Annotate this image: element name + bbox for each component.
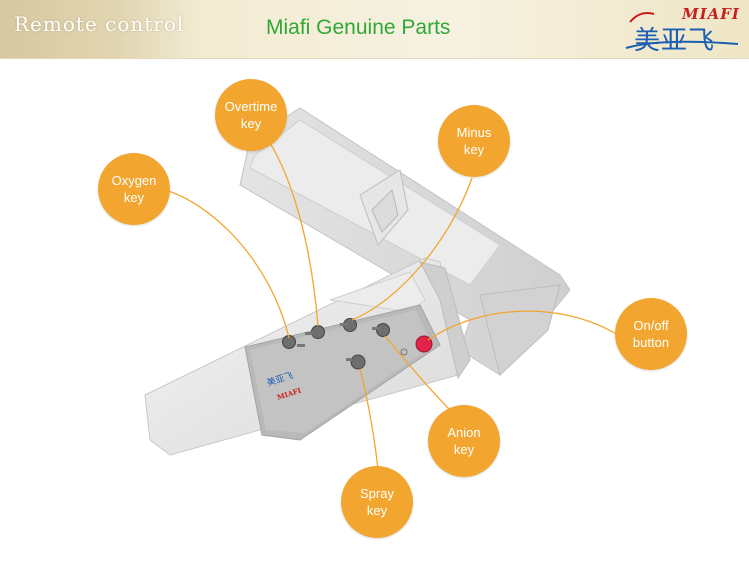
page-title: Miafi Genuine Parts (266, 16, 451, 39)
anion-key-label-mark (372, 327, 380, 330)
header-bar: Remote control Miafi Genuine Parts 美亚飞 M… (0, 0, 749, 59)
minus-callout-label: Minus (456, 125, 492, 140)
overtime-key-label-mark (305, 332, 313, 335)
oxygen-callout-label: Oxygen (111, 173, 157, 188)
anion-key-callout: Anion key (428, 405, 500, 477)
anion-callout-line (384, 335, 453, 413)
header-left-band (0, 0, 200, 58)
oxygen-key-label-mark (297, 344, 305, 347)
power-symbol-icon (400, 348, 408, 356)
minus-callout-line (351, 177, 473, 321)
oxygen-callout-sublabel: key (123, 190, 145, 205)
spray-callout-label: Spray (360, 486, 394, 501)
section-title: Remote control (14, 12, 185, 36)
oxygen-key-callout: Oxygen key (98, 153, 170, 225)
logo-text: MIAFI (682, 5, 740, 23)
spray-callout-sublabel: key (366, 503, 388, 518)
onoff-callout-label: On/off (633, 318, 669, 333)
anion-callout-label: Anion (447, 425, 481, 440)
spray-callout-line (359, 368, 379, 471)
overtime-callout-sublabel: key (240, 116, 262, 131)
overtime-key-callout: Overtime key (215, 79, 287, 151)
logo-swoosh-icon (625, 12, 739, 49)
overtime-callout-label: Overtime (224, 99, 278, 114)
spray-key[interactable] (350, 354, 366, 370)
minus-key-label-mark (340, 323, 348, 326)
minus-callout-sublabel: key (463, 142, 485, 157)
onoff-callout-sublabel: button (632, 335, 670, 350)
spray-key-label-mark (346, 358, 352, 361)
oxygen-callout-line (157, 187, 290, 339)
onoff-button-callout: On/off button (615, 298, 687, 370)
onoff-callout-line (427, 310, 619, 341)
spray-key-callout: Spray key (341, 466, 413, 538)
minus-key-callout: Minus key (438, 105, 510, 177)
anion-callout-sublabel: key (453, 442, 475, 457)
